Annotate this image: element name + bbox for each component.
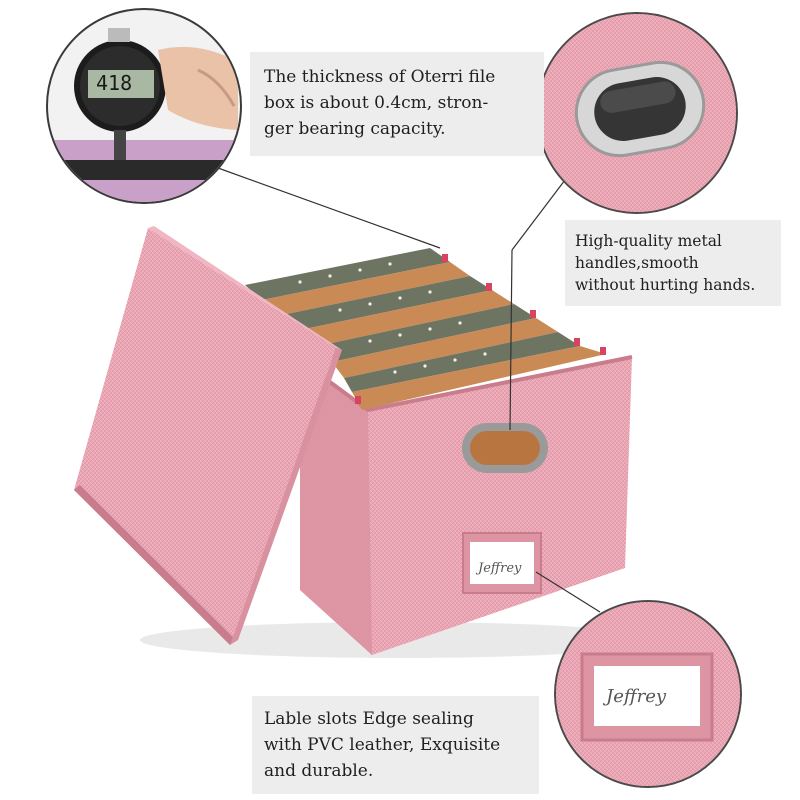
leader-line-handle-drop (509, 249, 513, 431)
metal-handle-closeup (536, 12, 738, 214)
box-metal-handle (462, 423, 548, 473)
callout-thickness: The thickness of Oterri file box is abou… (250, 52, 544, 156)
label-slot-closeup: Jeffrey (554, 600, 742, 788)
leader-line-thickness (217, 167, 441, 249)
box-lid (74, 226, 342, 645)
callout-thickness-line-2: box is about 0.4cm, stron- (264, 93, 489, 113)
callout-thickness-line-3: ger bearing capacity. (264, 119, 446, 139)
callout-label-line-3: and durable. (264, 761, 374, 781)
thickness-gauge-closeup: 418 (46, 8, 242, 204)
callout-label-line-2: with PVC leather, Exquisite (264, 735, 501, 755)
gauge-digital-reading: 418 (96, 71, 132, 95)
callout-thickness-line-1: The thickness of Oterri file (264, 67, 496, 87)
callout-label-slot: Lable slots Edge sealing with PVC leathe… (252, 696, 539, 794)
box-label-text: Jeffrey (475, 561, 522, 576)
callout-handles-line-3: without hurting hands. (575, 276, 756, 294)
callout-handles-line-1: High-quality metal (575, 232, 722, 250)
callout-handles-line-2: handles,smooth (575, 254, 699, 272)
closeup-label-text: Jeffrey (602, 686, 667, 707)
box-side-face (300, 360, 372, 655)
callout-label-line-1: Lable slots Edge sealing (264, 709, 474, 729)
box-label-slot (462, 532, 542, 594)
hanging-folders (245, 248, 606, 410)
callout-handles: High-quality metal handles,smooth withou… (565, 220, 781, 306)
